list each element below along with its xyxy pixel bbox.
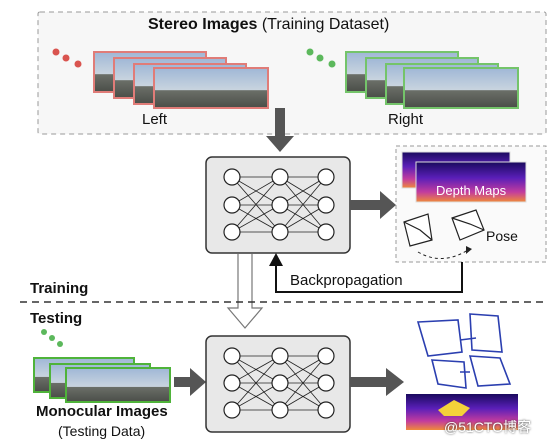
mono-arrow-head — [190, 368, 206, 396]
pose-motion-arrow — [417, 249, 469, 259]
left-image-stack — [52, 48, 269, 109]
output-arrow-head — [380, 191, 396, 219]
pose-arrow-head — [466, 246, 472, 254]
stereo-title: Stereo Images (Training Dataset) — [148, 17, 389, 33]
right-frame — [403, 67, 519, 109]
backprop-arrow-head — [269, 253, 283, 266]
stereo-title-bold: Stereo Images — [148, 16, 258, 33]
pose-cameras — [403, 209, 485, 247]
depth-map-front — [415, 161, 527, 203]
pose-label: Pose — [486, 228, 518, 244]
mono-subtitle: (Testing Data) — [58, 423, 146, 439]
output-arrow-shaft — [350, 200, 382, 210]
right-label: Right — [388, 111, 424, 128]
training-section-label: Training — [30, 280, 89, 297]
left-dot — [52, 48, 60, 56]
left-frame — [153, 67, 269, 109]
backprop-line — [275, 262, 463, 293]
left-dot — [74, 60, 82, 68]
left-label: Left — [142, 111, 168, 128]
testing-network — [205, 335, 351, 433]
input-arrow-head — [266, 136, 294, 152]
training-network — [205, 156, 351, 254]
result-arrow-shaft — [350, 377, 388, 387]
left-dot — [62, 54, 70, 62]
transfer-arrow — [226, 254, 264, 329]
trajectory — [416, 313, 512, 389]
watermark: @51CTO博客 — [444, 419, 532, 435]
depth-map-highlight — [438, 400, 470, 416]
right-image-stack — [306, 48, 519, 109]
right-dot — [306, 48, 314, 56]
mono-title: Monocular Images — [36, 403, 168, 420]
result-arrow-head — [386, 368, 404, 396]
testing-section-label: Testing — [30, 310, 83, 327]
stereo-title-rest: (Training Dataset) — [261, 16, 390, 33]
depth-maps-label: Depth Maps — [436, 183, 507, 198]
right-dot — [316, 54, 324, 62]
mono-image-stack — [33, 329, 171, 403]
right-dot — [328, 60, 336, 68]
backprop-label: Backpropagation — [290, 272, 403, 289]
input-arrow-shaft — [275, 108, 285, 138]
mono-arrow-shaft — [174, 377, 192, 387]
